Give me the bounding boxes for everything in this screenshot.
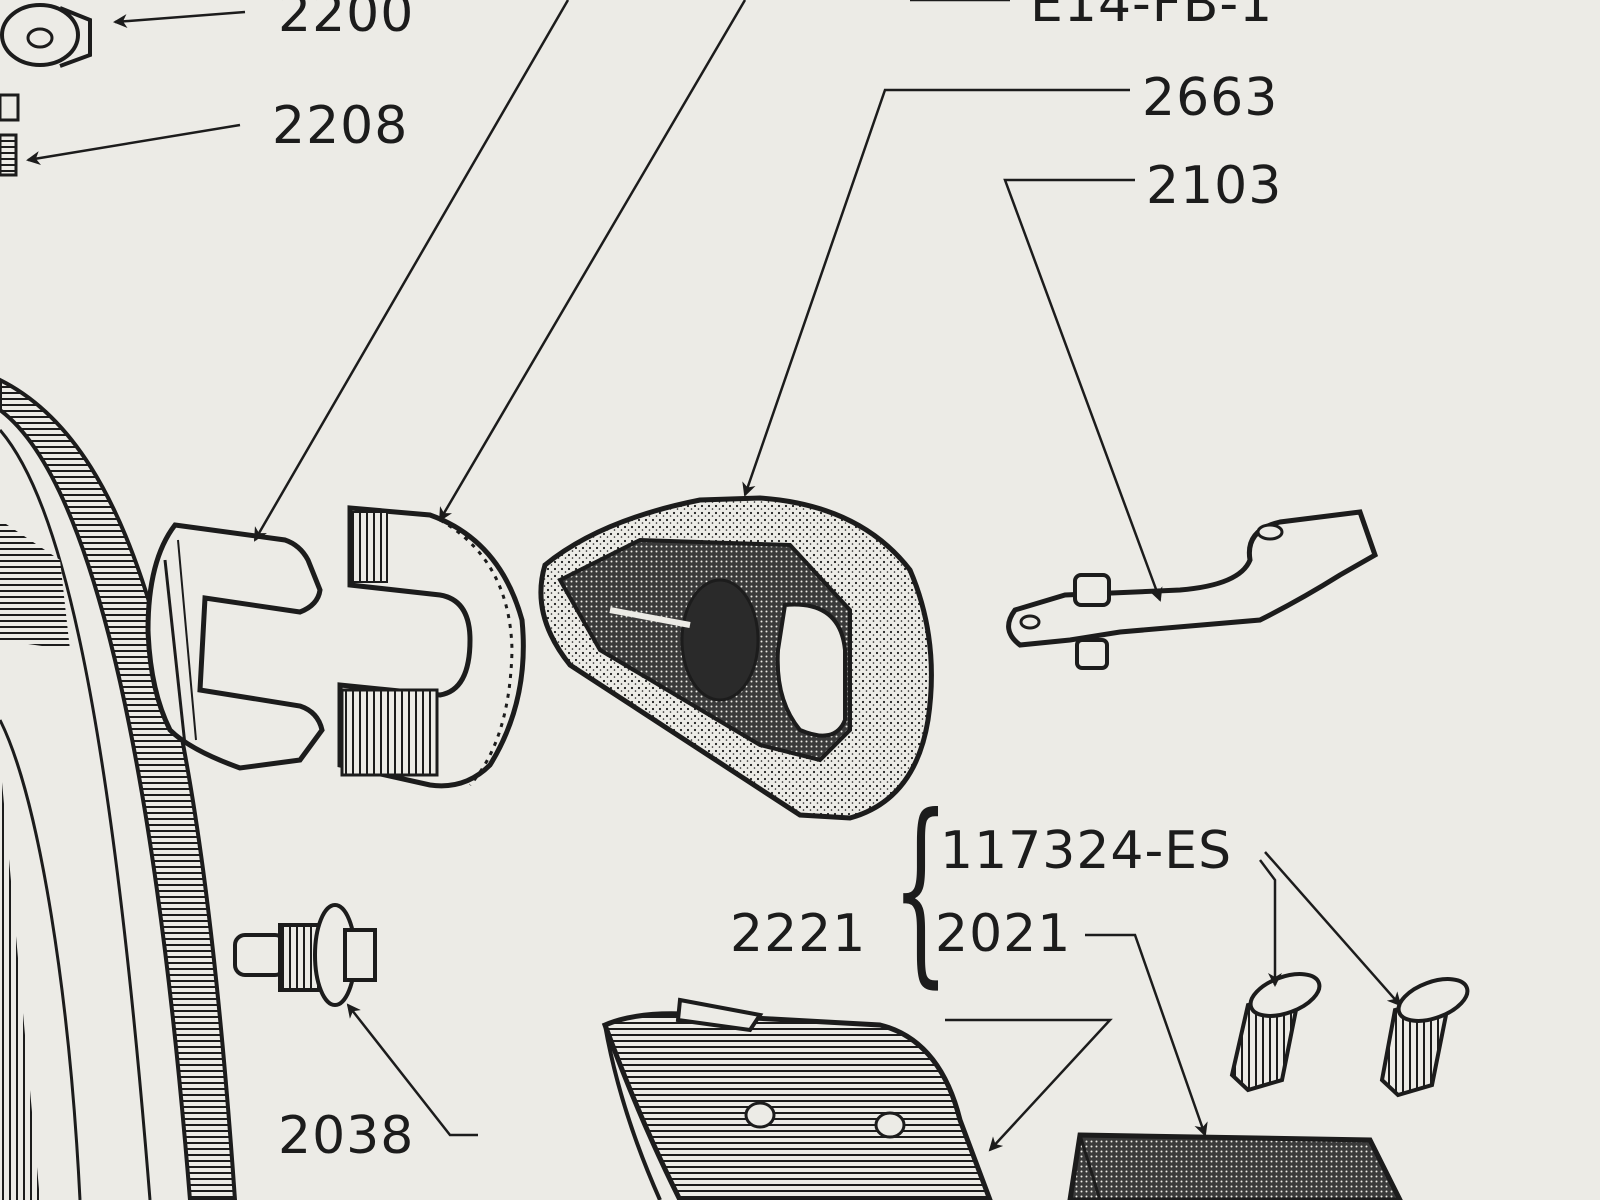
label-2038: 2038 (278, 1106, 415, 1166)
u-shim-part-drawing (145, 522, 325, 771)
label-2208: 2208 (272, 96, 409, 156)
label-117324-es: 117324-ES (940, 821, 1233, 881)
lever-2103-drawing (1006, 509, 1379, 670)
leader-lines (26, 0, 1402, 1152)
bolt-2038-drawing (233, 903, 377, 1007)
brake-drum-drawing (0, 377, 238, 1200)
part-2200-drawing (0, 3, 92, 68)
ribbed-pedal-pad-drawing (601, 997, 993, 1200)
pedal-pad-2663-drawing (538, 495, 934, 821)
u-block-part-drawing (337, 505, 526, 789)
label-2103: 2103 (1146, 156, 1283, 216)
pin-parts-117324-drawing (1229, 972, 1470, 1098)
brace-bracket: { (892, 773, 950, 1006)
stippled-block-2021-drawing (1067, 1132, 1403, 1200)
label-2200: 2200 (278, 0, 415, 44)
label-2021: 2021 (935, 904, 1072, 964)
label-2663: 2663 (1142, 68, 1279, 128)
label-e14-fb-1: E14-FB-1 (1030, 0, 1274, 34)
label-2221: 2221 (730, 904, 867, 964)
part-2208-drawing (0, 93, 20, 177)
